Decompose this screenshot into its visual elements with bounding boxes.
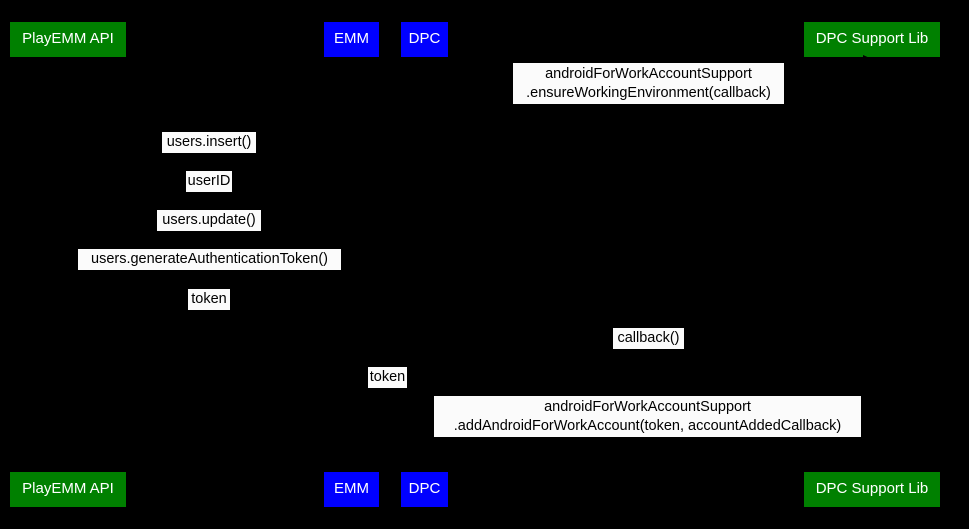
message-label-line: token [369, 369, 406, 385]
message-arrowhead-users-insert [68, 124, 77, 132]
message-label-users-update[interactable]: users.update() [157, 210, 261, 231]
message-label-line: callback() [617, 330, 680, 346]
message-arrow-add-android-for-work-account [425, 392, 872, 393]
message-label-ensure-working-environment[interactable]: androidForWorkAccountSupport .ensureWorki… [513, 63, 784, 104]
message-label-line: users.generateAuthenticationToken() [91, 251, 328, 267]
message-label-line: token [191, 291, 227, 307]
actor-label: EMM [334, 480, 369, 498]
message-arrowhead-token-to-emm [342, 281, 351, 289]
lifeline-dpc-support-lib [872, 57, 873, 472]
message-label-line: .addAndroidForWorkAccount(token, account… [453, 417, 842, 434]
message-arrowhead-users-generate-authentication-token [68, 241, 77, 249]
message-label-line: .ensureWorkingEnvironment(callback) [526, 84, 771, 101]
message-label-callback[interactable]: callback() [613, 328, 684, 349]
message-label-token-to-emm[interactable]: token [188, 289, 230, 310]
message-label-line: users.update() [162, 212, 256, 228]
lifeline-emm [351, 57, 352, 472]
message-label-user-id[interactable]: userID [186, 171, 232, 192]
message-arrow-users-update [68, 206, 351, 207]
actor-label: DPC Support Lib [815, 30, 929, 48]
message-label-add-android-for-work-account[interactable]: androidForWorkAccountSupport .addAndroidF… [434, 396, 861, 437]
message-label-line: androidForWorkAccountSupport [544, 398, 751, 415]
message-label-line: androidForWorkAccountSupport [545, 65, 752, 82]
actor-box-dpc-footer[interactable]: DPC [401, 472, 448, 507]
actor-box-playemm-api-header[interactable]: PlayEMM API [10, 22, 126, 57]
actor-label: EMM [334, 30, 369, 48]
message-arrowhead-add-android-for-work-account [863, 388, 872, 396]
message-arrow-token-to-emm [68, 285, 351, 286]
actor-label: DPC [408, 30, 441, 48]
actor-box-dpc-support-lib-footer[interactable]: DPC Support Lib [804, 472, 940, 507]
message-arrowhead-users-update [68, 202, 77, 210]
message-arrowhead-ensure-working-environment [863, 55, 872, 63]
message-arrow-user-id [68, 167, 351, 168]
message-arrow-ensure-working-environment [425, 59, 872, 60]
message-label-line: users.insert() [166, 134, 252, 150]
actor-box-dpc-header[interactable]: DPC [401, 22, 448, 57]
actor-label: DPC Support Lib [815, 480, 929, 498]
message-label-users-insert[interactable]: users.insert() [162, 132, 256, 153]
message-arrowhead-callback [425, 320, 434, 328]
message-arrowhead-user-id [342, 163, 351, 171]
actor-label: PlayEMM API [22, 30, 114, 48]
message-arrowhead-token-to-dpc [416, 359, 425, 367]
lifeline-dpc [425, 57, 426, 472]
lifeline-playemm-api [68, 57, 69, 472]
actor-box-playemm-api-footer[interactable]: PlayEMM API [10, 472, 126, 507]
message-label-line: userID [187, 173, 231, 189]
actor-box-emm-header[interactable]: EMM [324, 22, 379, 57]
message-arrow-token-to-dpc [351, 363, 425, 364]
message-arrow-users-insert [68, 128, 351, 129]
actor-box-dpc-support-lib-header[interactable]: DPC Support Lib [804, 22, 940, 57]
message-label-users-generate-authentication-token[interactable]: users.generateAuthenticationToken() [78, 249, 341, 270]
actor-label: DPC [408, 480, 441, 498]
actor-box-emm-footer[interactable]: EMM [324, 472, 379, 507]
actor-label: PlayEMM API [22, 480, 114, 498]
message-label-token-to-dpc[interactable]: token [368, 367, 407, 388]
message-arrow-callback [425, 324, 872, 325]
message-arrow-users-generate-authentication-token [68, 245, 351, 246]
